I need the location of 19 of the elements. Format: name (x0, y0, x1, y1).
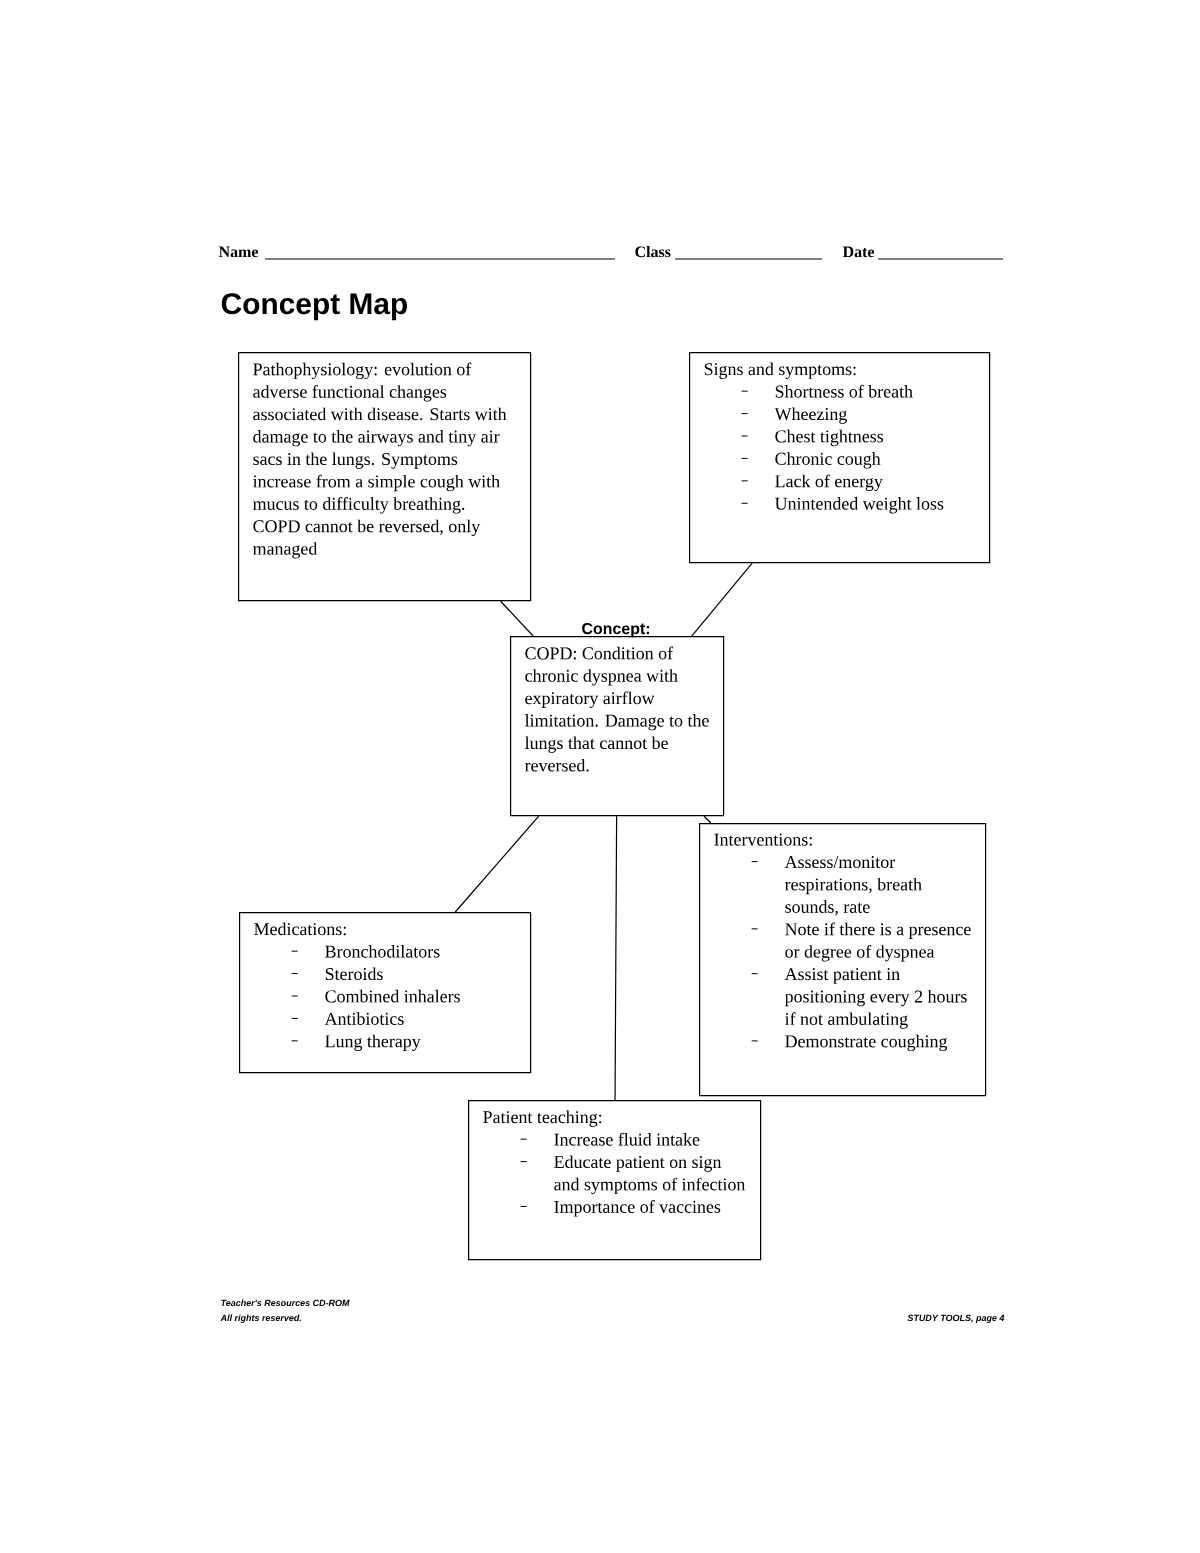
text-box: Pathophysiology: evolution of adverse functional changes associated with disease. Starts with damage to the airways and tiny air sacs in the lungs. Symptoms increase from a simple cough with mucus to difficulty breathing. COPD cannot be reversed, only managed (238, 352, 532, 602)
connector-line (703, 815, 712, 824)
connector-line (614, 815, 618, 1101)
footer-text: Teacher's Resources CD-ROM (221, 1299, 350, 1307)
list-box: Signs and symptoms: Shortness of breath Wheezing Chest tightness Chronic cough Lack of energy Unintended weight loss (689, 352, 991, 564)
list-box: Medications: Bronchodilators Steroids Combined inhalers Antibiotics Lung therapy (239, 912, 532, 1074)
list-box: Patient teaching: Increase fluid intake Educate patient on sign and symptoms of infection Importance of vaccines (468, 1100, 762, 1261)
list-box: Interventions: Assess/monitor respirations, breath sounds, rate Note if there is a presence or degree of dyspnea Assist patient in positioning every 2 hours if not ambulating Demonstrate coughing (699, 823, 987, 1097)
title: Concept Map (221, 293, 407, 321)
field-label: Name (218, 246, 258, 258)
field-label: Class (635, 245, 671, 258)
concept-heading: Concept: (582, 622, 649, 638)
field-label: Date (842, 246, 875, 258)
connector-line (500, 600, 534, 637)
footer-text: STUDY TOOLS, page 4 (907, 1314, 1005, 1323)
footer-text: All rights reserved. (220, 1314, 302, 1323)
concept-box: COPD: Condition of chronic dyspnea with expiratory airflow limitation. Damage to the lungs that cannot be reversed. (510, 636, 725, 817)
connector-line (454, 815, 540, 913)
connector-line (691, 562, 753, 637)
